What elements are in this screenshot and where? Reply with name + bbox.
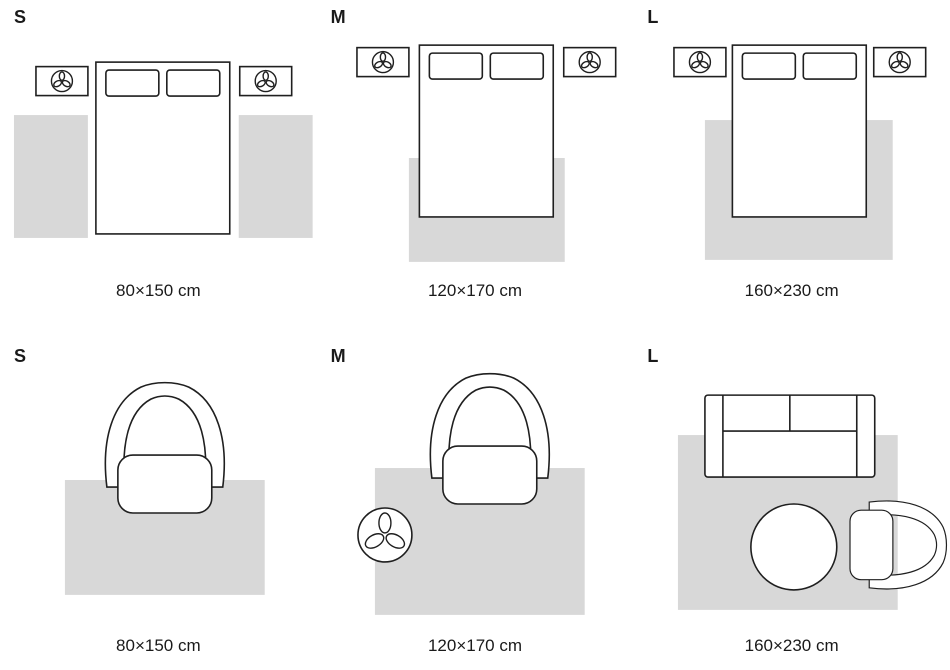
bedroom-s-illustration — [13, 61, 313, 238]
panel-living-l: L 160×230 cm — [633, 335, 950, 670]
armchair — [429, 372, 550, 505]
runner-rug-left — [13, 115, 88, 238]
bed — [731, 44, 868, 218]
living-l-illustration — [678, 394, 948, 610]
runner-rug-right — [238, 115, 313, 238]
size-dimension: 120×170 cm — [427, 281, 522, 300]
round-coffee-table — [750, 503, 838, 591]
living-m-illustration — [356, 372, 585, 615]
nightstand-right — [563, 48, 615, 77]
bedroom-m-illustration — [317, 44, 634, 262]
size-dimension: 80×150 cm — [116, 636, 201, 655]
armchair — [104, 381, 226, 514]
size-letter: L — [647, 7, 659, 27]
size-dimension: 160×230 cm — [744, 636, 839, 655]
plant-icon — [356, 507, 413, 563]
nightstand-left — [357, 48, 409, 77]
bed — [418, 44, 554, 218]
size-dimension: 160×230 cm — [744, 281, 839, 300]
size-letter: L — [647, 346, 659, 366]
panel-living-s: S 80×150 cm — [0, 335, 317, 670]
panel-bedroom-m: M 120×170 cm — [317, 0, 634, 335]
living-s-illustration — [64, 381, 265, 595]
panel-bedroom-l: L 160×230 cm — [633, 0, 950, 335]
panel-living-m: M 120×170 cm — [317, 335, 634, 670]
nightstand-right — [240, 67, 292, 96]
nightstand-left — [674, 48, 726, 77]
sofa — [704, 394, 876, 478]
size-letter: M — [330, 346, 346, 366]
size-dimension: 80×150 cm — [116, 281, 201, 300]
size-letter: S — [14, 7, 27, 27]
size-letter: M — [330, 7, 346, 27]
bedroom-l-illustration — [633, 44, 950, 260]
armchair — [849, 500, 948, 590]
nightstand-left — [36, 67, 88, 96]
size-dimension: 120×170 cm — [427, 636, 522, 655]
bed — [95, 61, 231, 235]
nightstand-right — [874, 48, 926, 77]
size-letter: S — [14, 346, 27, 366]
panel-bedroom-s: S 80×150 cm — [0, 0, 317, 335]
